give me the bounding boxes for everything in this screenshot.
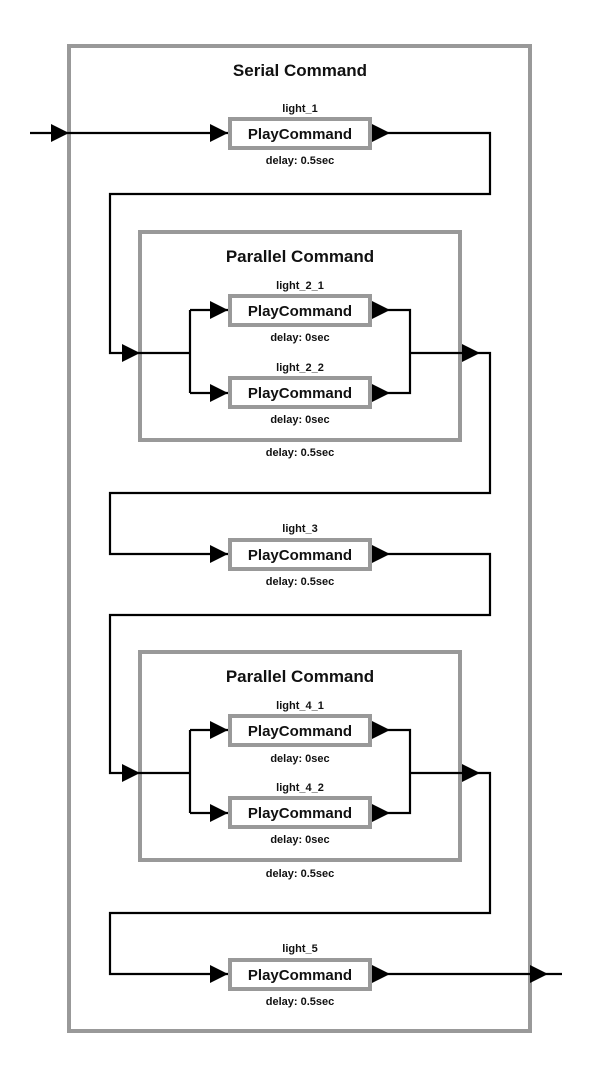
play-command-light-2-1: light_2_1 PlayCommand delay: 0sec	[228, 280, 372, 344]
command-box	[228, 294, 372, 327]
arrow-light-4-1-out	[372, 721, 390, 739]
command-label: PlayCommand	[248, 967, 352, 984]
play-command-light-1: light_1 PlayCommand delay: 0.5sec	[228, 103, 372, 167]
play-command-light-4-1: light_4_1 PlayCommand delay: 0sec	[228, 700, 372, 765]
command-delay: delay: 0.5sec	[266, 996, 335, 1008]
arrow-light-4-2-in	[210, 804, 228, 822]
play-command-light-2-2: light_2_2 PlayCommand delay: 0sec	[228, 362, 372, 426]
command-name: light_4_2	[276, 782, 324, 794]
parallel-command-2-delay: delay: 0.5sec	[266, 868, 335, 880]
command-delay: delay: 0.5sec	[266, 576, 335, 588]
command-name: light_4_1	[276, 700, 324, 712]
command-label: PlayCommand	[248, 723, 352, 740]
arrow-light-4-2-out	[372, 804, 390, 822]
arrow-light-1-in	[210, 124, 228, 142]
arrow-light-4-1-in	[210, 721, 228, 739]
arrow-light-3-out	[372, 545, 390, 563]
command-name: light_1	[282, 103, 317, 115]
command-label: PlayCommand	[248, 547, 352, 564]
command-delay: delay: 0sec	[270, 414, 329, 426]
parallel-command-2-frame	[138, 650, 462, 862]
serial-command-frame	[67, 44, 532, 1033]
arrow-light-2-1-in	[210, 301, 228, 319]
arrow-parallel-1-out	[462, 344, 480, 362]
play-command-light-3: light_3 PlayCommand delay: 0.5sec	[228, 523, 372, 588]
command-box	[228, 714, 372, 747]
parallel-command-1-delay: delay: 0.5sec	[266, 447, 335, 459]
arrow-light-2-1-out	[372, 301, 390, 319]
command-box	[228, 117, 372, 150]
parallel-command-1-frame	[138, 230, 462, 442]
command-label: PlayCommand	[248, 126, 352, 143]
command-label: PlayCommand	[248, 385, 352, 402]
command-delay: delay: 0sec	[270, 332, 329, 344]
command-delay: delay: 0sec	[270, 834, 329, 846]
play-command-light-4-2: light_4_2 PlayCommand delay: 0sec	[228, 782, 372, 846]
play-command-light-5: light_5 PlayCommand delay: 0.5sec	[228, 943, 372, 1008]
parallel-command-1-title: Parallel Command	[226, 247, 374, 266]
command-label: PlayCommand	[248, 805, 352, 822]
arrow-serial-in	[51, 124, 69, 142]
parallel-command-2-title: Parallel Command	[226, 667, 374, 686]
arrow-light-1-out	[372, 124, 390, 142]
arrow-serial-out	[530, 965, 548, 983]
arrow-light-5-out	[372, 965, 390, 983]
command-name: light_2_2	[276, 362, 324, 374]
command-box	[228, 958, 372, 991]
arrow-light-2-2-out	[372, 384, 390, 402]
arrowheads	[51, 124, 548, 983]
arrow-light-3-in	[210, 545, 228, 563]
arrow-light-5-in	[210, 965, 228, 983]
command-delay: delay: 0sec	[270, 753, 329, 765]
arrow-parallel-2-out	[462, 764, 480, 782]
command-name: light_3	[282, 523, 317, 535]
serial-command-title: Serial Command	[233, 61, 367, 80]
command-box	[228, 538, 372, 571]
command-name: light_5	[282, 943, 317, 955]
command-name: light_2_1	[276, 280, 324, 292]
arrow-parallel-1-in	[122, 344, 140, 362]
arrow-light-2-2-in	[210, 384, 228, 402]
command-box	[228, 796, 372, 829]
command-label: PlayCommand	[248, 303, 352, 320]
arrow-parallel-2-in	[122, 764, 140, 782]
command-delay: delay: 0.5sec	[266, 155, 335, 167]
command-box	[228, 376, 372, 409]
